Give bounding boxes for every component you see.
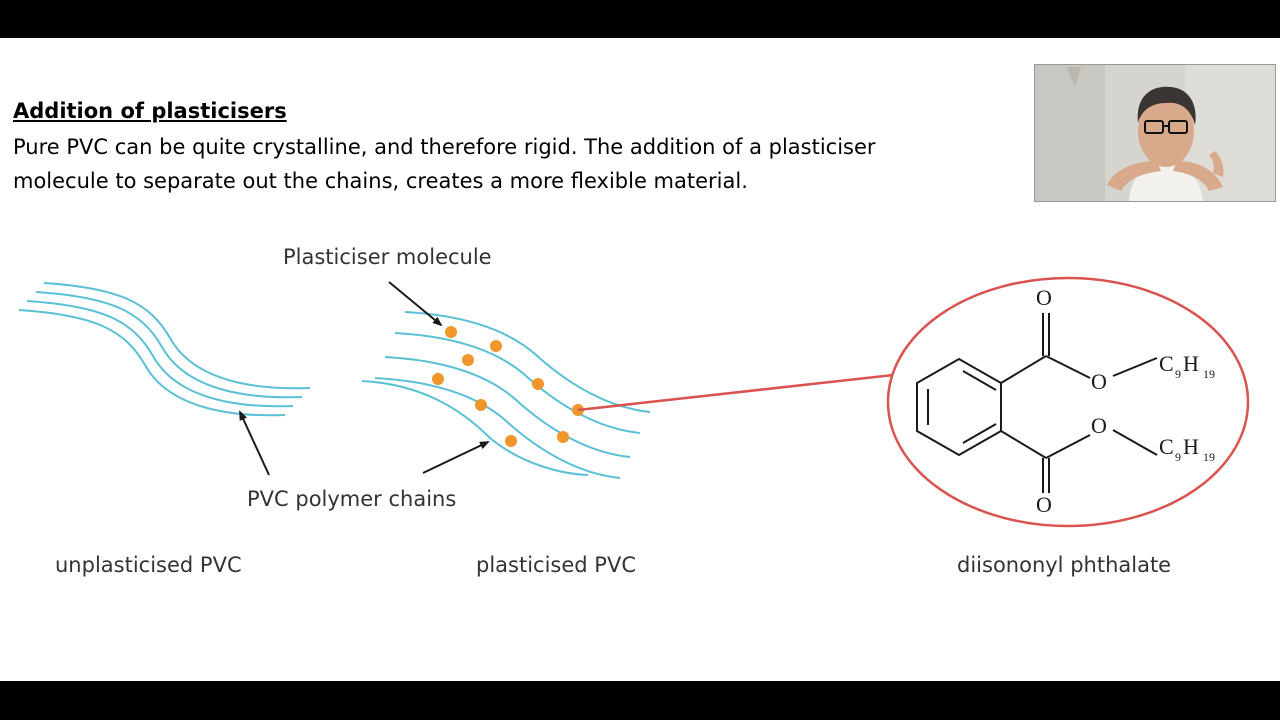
polymer-chain (361, 380, 589, 476)
plasticiser-dot (432, 373, 444, 385)
svg-text:9: 9 (1175, 450, 1181, 464)
svg-text:19: 19 (1203, 367, 1215, 381)
presenter-illustration (1035, 65, 1275, 201)
caption-plasticised-pvc: plasticised PVC (476, 553, 636, 577)
svg-text:9: 9 (1175, 367, 1181, 381)
svg-text:C: C (1159, 434, 1174, 459)
slide: Addition of plasticisers Pure PVC can be… (0, 38, 1280, 681)
atom-o-ester-upper: O (1091, 369, 1107, 394)
letterbox-top (0, 0, 1280, 38)
presenter-webcam (1034, 64, 1276, 202)
plasticiser-dots (432, 326, 584, 447)
polymer-chain (18, 309, 286, 417)
polymer-chain (374, 377, 621, 479)
polymer-chain (394, 332, 641, 434)
caption-diisononyl-phthalate: diisononyl phthalate (957, 553, 1172, 577)
svg-text:H: H (1183, 351, 1199, 376)
svg-text:H: H (1183, 434, 1199, 459)
plasticiser-dot (462, 354, 474, 366)
plasticiser-dot (475, 399, 487, 411)
svg-text:19: 19 (1203, 450, 1215, 464)
atom-o-top: O (1036, 285, 1052, 310)
arrow-to-plasticised-chain (422, 441, 490, 474)
svg-text:C: C (1159, 351, 1174, 376)
polymer-chain (384, 356, 631, 458)
plasticiser-dot (445, 326, 457, 338)
benzene-ring (916, 357, 1002, 457)
plasticiser-dot (490, 340, 502, 352)
atom-o-ester-lower: O (1091, 413, 1107, 438)
caption-unplasticised-pvc: unplasticised PVC (55, 553, 242, 577)
arrow-to-unplasticised-chain (239, 410, 270, 476)
plasticiser-dot (532, 378, 544, 390)
letterbox-bottom (0, 681, 1280, 720)
atom-o-bottom: O (1036, 492, 1052, 517)
polymer-chain (26, 300, 294, 408)
alkyl-group-upper: C 9 H 19 (1159, 351, 1215, 381)
label-pvc-polymer-chains: PVC polymer chains (247, 487, 457, 511)
plasticiser-dot (557, 431, 569, 443)
polymer-chain (43, 282, 311, 390)
slide-heading: Addition of plasticisers (13, 99, 287, 123)
label-plasticiser-molecule: Plasticiser molecule (283, 245, 492, 269)
alkyl-group-lower: C 9 H 19 (1159, 434, 1215, 464)
molecule-highlight-ellipse (886, 276, 1250, 528)
polymer-chain (35, 291, 303, 399)
highlight-connector (577, 373, 894, 412)
arrow-to-plasticiser (388, 281, 443, 327)
slide-body-text: Pure PVC can be quite crystalline, and t… (13, 135, 876, 193)
plasticiser-dot (505, 435, 517, 447)
plasticiser-diagram: O O O O C 9 H 19 C 9 H 19 (18, 276, 1250, 528)
plasticised-chains (361, 311, 651, 479)
polymer-chain (404, 311, 651, 413)
phthalate-structure (916, 313, 1158, 493)
unplasticised-chains (18, 282, 311, 417)
